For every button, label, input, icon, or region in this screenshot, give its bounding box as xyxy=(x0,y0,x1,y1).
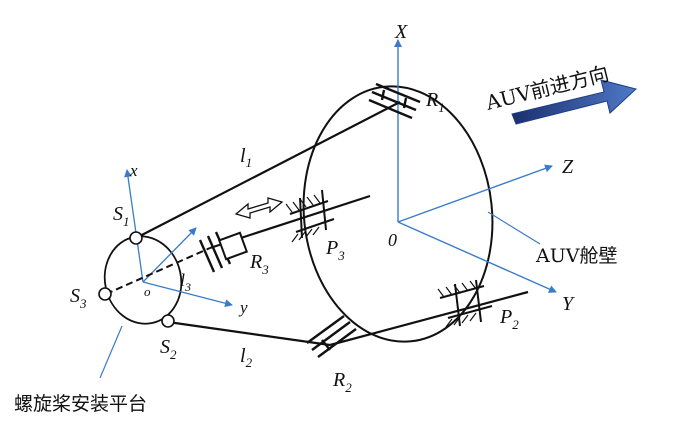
joint-P3 xyxy=(285,189,335,243)
label-R1: R1 xyxy=(425,89,445,115)
joint-S1 xyxy=(129,231,143,245)
motion-double-arrow xyxy=(234,197,284,219)
axis-x xyxy=(124,169,144,283)
joint-S2 xyxy=(161,314,175,328)
axis-y xyxy=(142,281,233,308)
label-P2: P2 xyxy=(499,306,519,332)
axis-Y xyxy=(397,221,557,293)
auv-forward-arrow xyxy=(511,79,638,125)
label-R2: R2 xyxy=(332,369,352,395)
label-Y: Y xyxy=(562,293,575,315)
label-S2: S2 xyxy=(160,336,177,362)
axis-Z xyxy=(397,164,553,223)
joint-R1 xyxy=(368,82,421,120)
link-l3-dashed xyxy=(105,247,211,295)
label-P3: P3 xyxy=(325,237,345,263)
label-X: X xyxy=(394,21,408,43)
joint-R2 xyxy=(306,315,357,358)
link-l1 xyxy=(135,101,401,239)
joint-R3 xyxy=(198,231,249,273)
label-O: 0 xyxy=(388,230,397,250)
label-o: o xyxy=(144,284,151,299)
label-propeller-platform: 螺旋桨安装平台 xyxy=(14,393,147,415)
global-axes xyxy=(394,39,557,293)
label-Z: Z xyxy=(562,156,574,178)
label-R3: R3 xyxy=(249,251,269,277)
label-x: x xyxy=(129,161,138,180)
label-S1: S1 xyxy=(113,203,130,229)
joint-S3 xyxy=(98,287,112,301)
hull-pointer xyxy=(487,211,541,245)
label-l1: l1 xyxy=(240,145,252,170)
label-y: y xyxy=(238,298,248,317)
joint-P2 xyxy=(437,279,493,328)
platform-pointer xyxy=(99,325,123,379)
label-S3: S3 xyxy=(70,285,87,311)
label-l2: l2 xyxy=(240,345,253,370)
link-l2 xyxy=(167,320,331,347)
label-auv-hull: AUV舱壁 xyxy=(535,245,617,267)
link-r2-p2 xyxy=(329,290,529,347)
label-l3: l3 xyxy=(180,270,191,294)
